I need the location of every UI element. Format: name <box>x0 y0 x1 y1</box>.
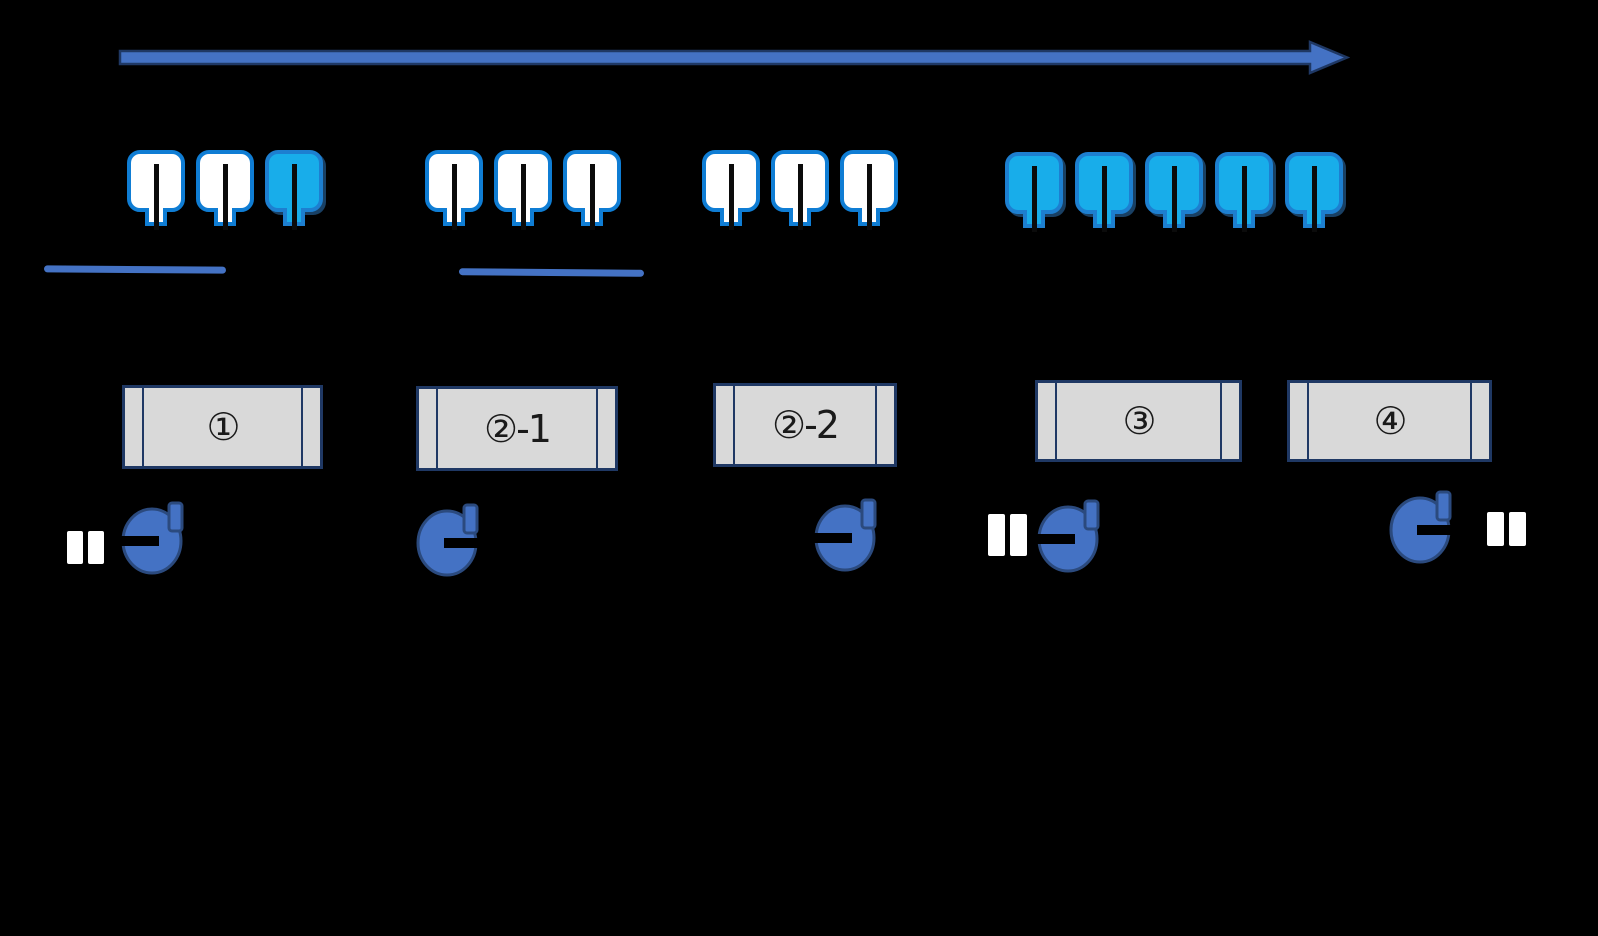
flask-icon-empty <box>840 150 898 230</box>
flask-rod <box>1172 166 1177 232</box>
rotation-arrow-icon <box>811 492 883 572</box>
flask-icon-filled <box>1285 152 1343 232</box>
flask-icon-filled <box>1075 152 1133 232</box>
flask-rod <box>1102 166 1107 232</box>
stage-label-3: ②-2 <box>772 403 840 447</box>
pause-icon <box>67 531 104 564</box>
pause-icon <box>988 514 1027 556</box>
flask-icon-empty <box>563 150 621 230</box>
stage-label-2: ②-1 <box>484 406 552 451</box>
stage-box-1: ① <box>122 385 323 469</box>
pause-bar <box>1010 514 1027 556</box>
box-left-line <box>733 386 735 464</box>
flask-group-2 <box>425 150 621 230</box>
flask-rod <box>798 164 803 230</box>
arrow-shape <box>118 40 1350 75</box>
stage-label-4: ③ <box>1122 399 1156 443</box>
flask-rod <box>867 164 872 230</box>
flask-rod <box>590 164 595 230</box>
flask-rod <box>154 164 159 230</box>
flask-rod <box>1312 166 1317 232</box>
flask-rod <box>521 164 526 230</box>
box-right-line <box>875 386 877 464</box>
flask-rod <box>729 164 734 230</box>
flask-icon-filled <box>265 150 323 230</box>
box-right-line <box>1220 383 1222 459</box>
rotation-arrow-icon <box>413 497 485 577</box>
flask-group-3 <box>702 150 898 230</box>
flask-icon-empty <box>771 150 829 230</box>
pause-bar <box>1509 512 1526 546</box>
flask-icon-filled <box>1215 152 1273 232</box>
flask-group-4 <box>1005 152 1343 232</box>
box-left-line <box>142 388 144 466</box>
rotation-arrow-icon <box>118 495 190 575</box>
stage-box-3: ②-2 <box>713 383 897 467</box>
underline-stroke-1 <box>43 265 227 274</box>
box-left-line <box>1307 383 1309 459</box>
rotation-arrow-icon <box>1386 484 1458 564</box>
pause-bar <box>88 531 104 564</box>
stage-box-4: ③ <box>1035 380 1242 462</box>
flask-group-1 <box>127 150 323 230</box>
pause-bar <box>67 531 83 564</box>
stage-box-5: ④ <box>1287 380 1492 462</box>
flask-rod <box>452 164 457 230</box>
pause-bar <box>1487 512 1504 546</box>
rotation-arrow-icon <box>1034 493 1106 573</box>
box-right-line <box>301 388 303 466</box>
pause-icon <box>1487 512 1526 546</box>
stage-label-5: ④ <box>1373 399 1407 443</box>
flask-icon-filled <box>1145 152 1203 232</box>
flask-rod <box>292 164 297 230</box>
flask-icon-empty <box>702 150 760 230</box>
stage-label-1: ① <box>206 405 240 449</box>
flask-rod <box>1032 166 1037 232</box>
box-left-line <box>1055 383 1057 459</box>
flask-icon-empty <box>127 150 185 230</box>
timeline-arrow-icon <box>118 40 1350 75</box>
underline-stroke-2 <box>458 268 645 277</box>
flask-icon-empty <box>425 150 483 230</box>
pause-bar <box>988 514 1005 556</box>
stage-box-2: ②-1 <box>416 386 618 471</box>
flask-rod <box>1242 166 1247 232</box>
flask-icon-empty <box>196 150 254 230</box>
flask-icon-empty <box>494 150 552 230</box>
flask-icon-filled <box>1005 152 1063 232</box>
box-right-line <box>1470 383 1472 459</box>
flask-rod <box>223 164 228 230</box>
box-left-line <box>436 389 438 468</box>
box-right-line <box>596 389 598 468</box>
